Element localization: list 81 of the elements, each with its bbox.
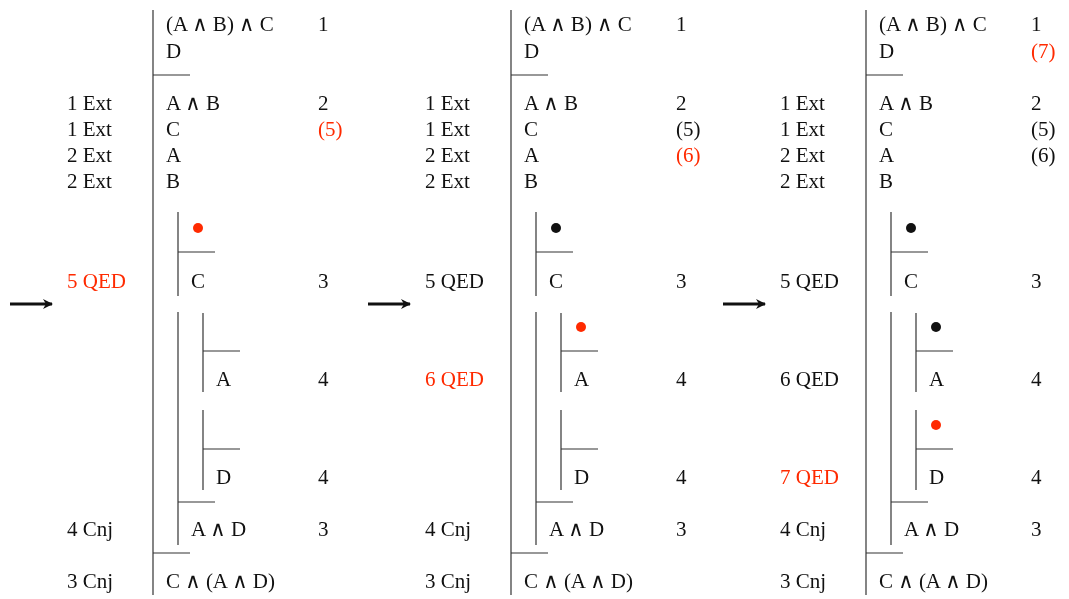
- line-number: (6): [676, 143, 701, 167]
- formula: A ∧ B: [166, 91, 220, 115]
- formula: C: [166, 117, 180, 141]
- formula: A ∧ B: [879, 91, 933, 115]
- line-number: 2: [676, 91, 687, 115]
- rule-justification: 7 QED: [780, 465, 839, 489]
- line-number: (6): [1031, 143, 1056, 167]
- rule-justification: 2 Ext: [780, 169, 825, 193]
- line-number: 4: [318, 465, 329, 489]
- line-number: 3: [676, 517, 687, 541]
- rule-justification: 5 QED: [780, 269, 839, 293]
- line-number: 4: [1031, 367, 1042, 391]
- line-number: 2: [318, 91, 329, 115]
- formula: D: [216, 465, 232, 489]
- formula: (A ∧ B) ∧ C: [879, 12, 987, 36]
- formula: A: [524, 143, 540, 167]
- formula: C: [549, 269, 563, 293]
- line-number: (7): [1031, 39, 1056, 63]
- rule-justification: 2 Ext: [67, 169, 112, 193]
- rule-justification: 1 Ext: [425, 117, 470, 141]
- formula: A: [166, 143, 182, 167]
- rule-justification: 4 Cnj: [67, 517, 114, 541]
- line-number: (5): [676, 117, 701, 141]
- rule-justification: 6 QED: [780, 367, 839, 391]
- rule-justification: 3 Cnj: [780, 569, 827, 593]
- formula: (A ∧ B) ∧ C: [524, 12, 632, 36]
- rule-justification: 1 Ext: [67, 117, 112, 141]
- line-number: 1: [318, 12, 329, 36]
- line-number: 3: [318, 269, 329, 293]
- formula: C ∧ (A ∧ D): [879, 569, 988, 593]
- rule-justification: 1 Ext: [425, 91, 470, 115]
- line-number: 4: [676, 367, 687, 391]
- formula: A ∧ B: [524, 91, 578, 115]
- line-number: 3: [318, 517, 329, 541]
- rule-justification: 6 QED: [425, 367, 484, 391]
- rule-justification: 4 Cnj: [780, 517, 827, 541]
- formula: A ∧ D: [549, 517, 605, 541]
- line-number: 3: [1031, 517, 1042, 541]
- formula: A: [929, 367, 945, 391]
- line-number: (5): [1031, 117, 1056, 141]
- line-number: 2: [1031, 91, 1042, 115]
- rule-justification: 1 Ext: [67, 91, 112, 115]
- rule-justification: 2 Ext: [425, 169, 470, 193]
- formula: D: [929, 465, 945, 489]
- formula: A ∧ D: [904, 517, 960, 541]
- rule-justification: 2 Ext: [67, 143, 112, 167]
- line-number: 3: [676, 269, 687, 293]
- line-number: 4: [1031, 465, 1042, 489]
- rule-justification: 4 Cnj: [425, 517, 472, 541]
- formula: (A ∧ B) ∧ C: [166, 12, 274, 36]
- formula: D: [574, 465, 590, 489]
- rule-justification: 1 Ext: [780, 117, 825, 141]
- rule-justification: 3 Cnj: [67, 569, 114, 593]
- rule-justification: 2 Ext: [425, 143, 470, 167]
- formula: C: [524, 117, 538, 141]
- rule-justification: 1 Ext: [780, 91, 825, 115]
- formula: B: [879, 169, 893, 193]
- formula: A: [574, 367, 590, 391]
- rule-justification: 5 QED: [67, 269, 126, 293]
- line-number: 4: [676, 465, 687, 489]
- line-number: 3: [1031, 269, 1042, 293]
- line-number: (5): [318, 117, 343, 141]
- formula: A: [216, 367, 232, 391]
- formula: C ∧ (A ∧ D): [166, 569, 275, 593]
- formula: D: [879, 39, 895, 63]
- rule-justification: 3 Cnj: [425, 569, 472, 593]
- formula: A: [879, 143, 895, 167]
- formula: B: [524, 169, 538, 193]
- line-number: 1: [676, 12, 687, 36]
- formula: D: [166, 39, 182, 63]
- formula: D: [524, 39, 540, 63]
- formula: C: [191, 269, 205, 293]
- formula: C: [904, 269, 918, 293]
- rule-justification: 2 Ext: [780, 143, 825, 167]
- formula: C ∧ (A ∧ D): [524, 569, 633, 593]
- formula: C: [879, 117, 893, 141]
- formula: A ∧ D: [191, 517, 247, 541]
- rule-justification: 5 QED: [425, 269, 484, 293]
- formula: B: [166, 169, 180, 193]
- line-number: 4: [318, 367, 329, 391]
- line-number: 1: [1031, 12, 1042, 36]
